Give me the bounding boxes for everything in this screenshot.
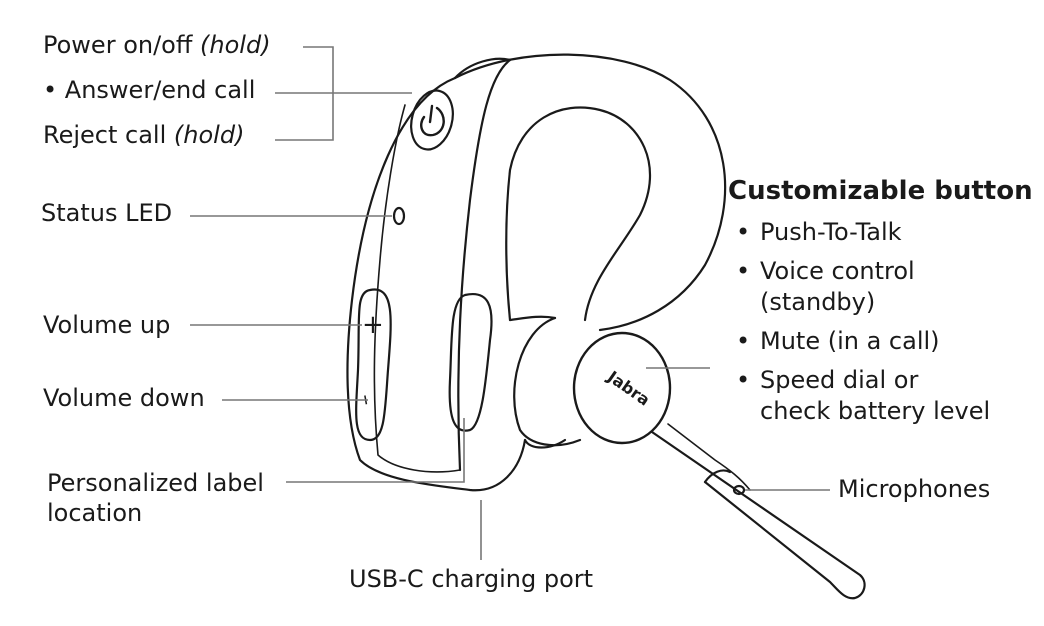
microphone-boom <box>650 430 866 600</box>
status-led <box>392 206 406 226</box>
body-back-edge <box>346 76 527 492</box>
speaker-band <box>513 316 582 447</box>
label-reject-call: Reject call (hold) <box>43 121 245 149</box>
list-item: Push-To-Talk <box>730 217 990 248</box>
body-front-edge <box>457 58 512 472</box>
brand-logo: Jabra <box>603 367 653 410</box>
personalized-label-slot <box>448 292 493 432</box>
front-panel <box>373 104 461 473</box>
volume-up-icon: + <box>362 310 384 340</box>
list-item: Mute (in a call) <box>730 326 990 357</box>
label-power: Power on/off (hold) <box>43 31 271 59</box>
volume-rocker <box>355 288 392 442</box>
customizable-heading: Customizable button <box>728 176 1033 206</box>
label-microphones: Microphones <box>838 475 991 503</box>
power-icon <box>420 106 445 137</box>
customizable-list: Push-To-Talk Voice control(standby) Mute… <box>730 217 990 435</box>
speaker-face <box>572 331 672 445</box>
label-volume-down: Volume down <box>43 384 205 412</box>
power-button <box>410 89 454 151</box>
label-status-led: Status LED <box>41 199 173 227</box>
ear-hook-outer <box>453 53 727 332</box>
label-usb-c-port: USB-C charging port <box>349 565 594 593</box>
label-personalized-label-location: Personalized label location <box>47 469 264 527</box>
ear-hook-inner <box>505 106 651 322</box>
microphone-port <box>732 484 746 496</box>
leader-personalized-label <box>286 418 465 483</box>
list-item: Voice control(standby) <box>730 256 990 318</box>
label-answer-end-call: Answer/end call <box>43 75 256 105</box>
label-volume-up: Volume up <box>43 311 171 339</box>
